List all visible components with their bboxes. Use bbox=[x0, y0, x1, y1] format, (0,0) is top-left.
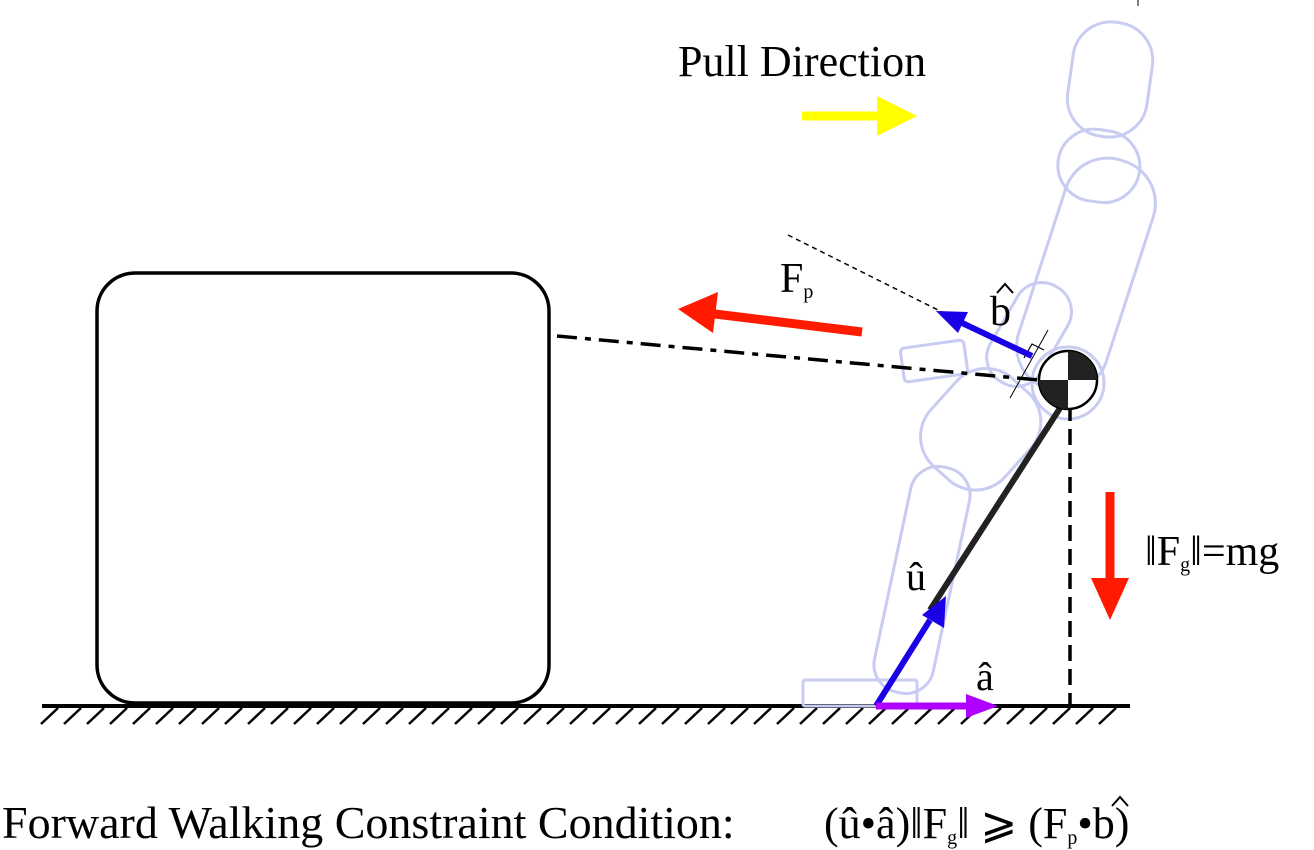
svg-text:b: b bbox=[990, 289, 1011, 335]
hatch-mark bbox=[109, 707, 128, 725]
hatch-mark bbox=[776, 707, 795, 725]
hatch-mark bbox=[592, 707, 611, 725]
hatch-mark bbox=[1075, 707, 1094, 725]
hatch-mark bbox=[546, 707, 565, 725]
hatch-mark bbox=[132, 707, 151, 725]
hatch-mark bbox=[63, 707, 82, 725]
hatch-mark bbox=[937, 707, 956, 725]
hatch-mark bbox=[799, 707, 818, 725]
hatch-mark bbox=[1098, 707, 1117, 725]
fp-label: Fp bbox=[780, 256, 813, 303]
hatch-mark bbox=[684, 707, 703, 725]
u-hat-label: û bbox=[906, 554, 926, 599]
b-hat-vector bbox=[936, 311, 1034, 359]
load-box bbox=[95, 271, 551, 705]
hatch-mark bbox=[730, 707, 749, 725]
a-hat-vector bbox=[876, 694, 998, 718]
hatch-mark bbox=[638, 707, 657, 725]
ground-hatching bbox=[40, 707, 1117, 725]
condition-label: Forward Walking Constraint Condition: bbox=[2, 797, 735, 848]
hatch-mark bbox=[224, 707, 243, 725]
hatch-mark bbox=[247, 707, 266, 725]
hatch-mark bbox=[201, 707, 220, 725]
robot-outline bbox=[801, 20, 1157, 708]
hatch-mark bbox=[385, 707, 404, 725]
hatch-mark bbox=[293, 707, 312, 725]
condition-formula: (û•â)‖Fg‖ ⩾ (Fp•b) bbox=[824, 799, 1129, 849]
center-of-mass-icon bbox=[1037, 349, 1099, 411]
hatch-mark bbox=[983, 707, 1002, 725]
hatch-mark bbox=[500, 707, 519, 725]
hatch-mark bbox=[408, 707, 427, 725]
fp-force-arrow bbox=[678, 292, 863, 337]
fg-force-arrow bbox=[1091, 492, 1129, 620]
hatch-mark bbox=[178, 707, 197, 725]
hatch-mark bbox=[1029, 707, 1048, 725]
hatch-mark bbox=[661, 707, 680, 725]
pull-direction-arrow bbox=[802, 96, 917, 136]
hatch-mark bbox=[753, 707, 772, 725]
hatch-mark bbox=[454, 707, 473, 725]
b-hat-label: b bbox=[990, 282, 1014, 335]
hatch-mark bbox=[569, 707, 588, 725]
hatch-mark bbox=[86, 707, 105, 725]
hatch-mark bbox=[822, 707, 841, 725]
hatch-mark bbox=[615, 707, 634, 725]
hatch-mark bbox=[431, 707, 450, 725]
hatch-mark bbox=[914, 707, 933, 725]
hatch-mark bbox=[316, 707, 335, 725]
pull-direction-label: Pull Direction bbox=[678, 37, 926, 86]
hatch-mark bbox=[362, 707, 381, 725]
hatch-mark bbox=[155, 707, 174, 725]
hatch-mark bbox=[477, 707, 496, 725]
leg-line bbox=[927, 403, 1065, 612]
hatch-mark bbox=[339, 707, 358, 725]
hatch-mark bbox=[1052, 707, 1071, 725]
hatch-mark bbox=[1006, 707, 1025, 725]
pull-line bbox=[556, 334, 1051, 383]
condition-b-hat-accent bbox=[1111, 795, 1129, 807]
fg-label: ‖Fg‖=mg bbox=[1145, 529, 1279, 576]
hatch-mark bbox=[40, 707, 59, 725]
hatch-mark bbox=[270, 707, 289, 725]
hatch-mark bbox=[891, 707, 910, 725]
u-hat-vector bbox=[873, 596, 946, 708]
a-hat-label: â bbox=[976, 654, 994, 699]
hatch-mark bbox=[845, 707, 864, 725]
perpendicular-line bbox=[1009, 329, 1049, 399]
b-direction-line bbox=[787, 234, 943, 313]
hatch-mark bbox=[868, 707, 887, 725]
hatch-mark bbox=[707, 707, 726, 725]
hatch-mark bbox=[523, 707, 542, 725]
